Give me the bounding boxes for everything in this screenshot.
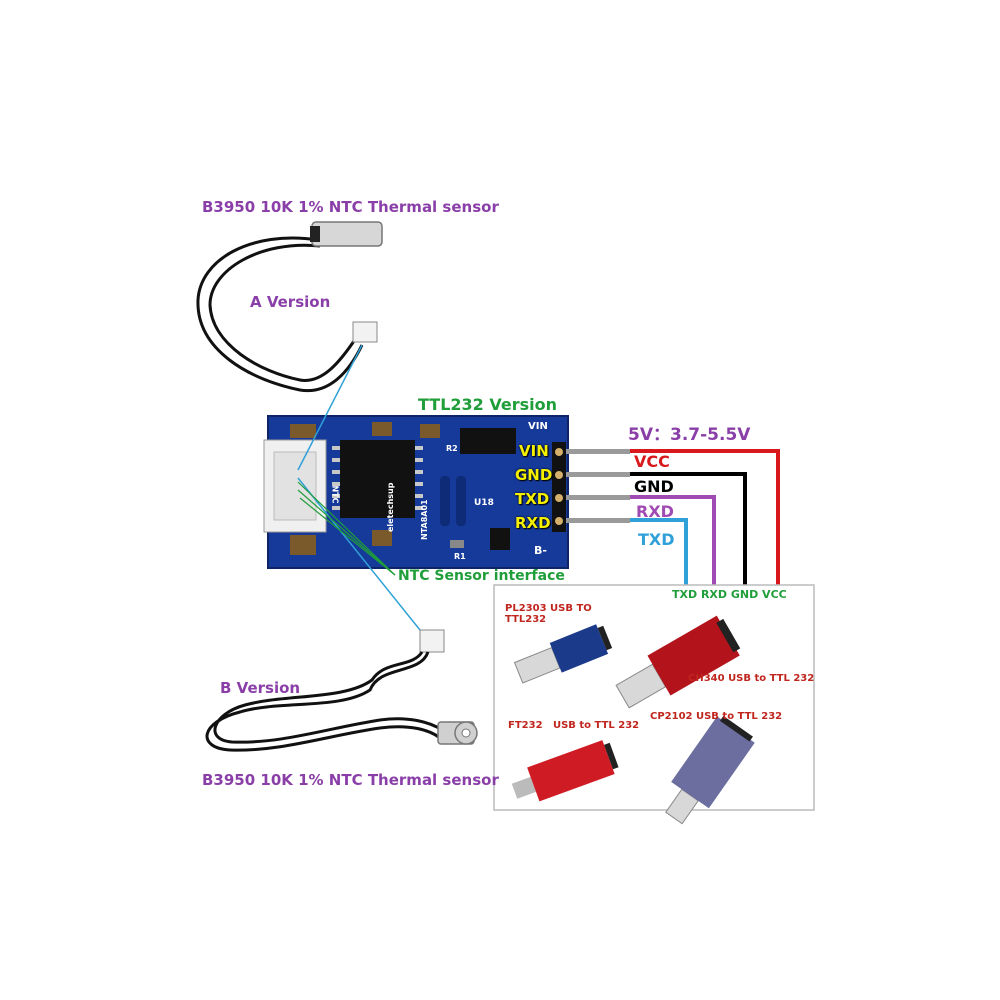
cp2102-label: CP2102 USB to TTL 232 <box>650 711 783 722</box>
silk-r2: R2 <box>446 444 458 453</box>
gnd-wire <box>630 472 747 594</box>
interface-pointers <box>297 344 429 641</box>
sensor-a-connector <box>352 321 378 343</box>
sensor-a-probe <box>311 221 383 247</box>
wire-label-gnd: GND <box>634 477 674 496</box>
cp2102-adapter <box>665 715 755 825</box>
header-pins <box>552 442 630 532</box>
wire-label-vcc: VCC <box>634 452 670 471</box>
sensor-b-cable <box>205 651 443 752</box>
sensor-a-cable <box>196 236 364 393</box>
ch340-adapter <box>615 615 741 709</box>
pin-label-txd: TXD <box>515 490 550 508</box>
silk-vin: VIN <box>528 421 548 432</box>
txd-wire <box>630 518 688 594</box>
silk-brand: eletechsup <box>386 482 395 532</box>
silk-u18: U18 <box>474 498 494 508</box>
pin-label-vin: VIN <box>519 442 549 460</box>
power-range-label: 5V：3.7-5.5V <box>628 425 751 445</box>
wire-label-rxd: RXD <box>636 502 674 521</box>
sensor-b-connector <box>419 629 445 653</box>
ft232-adapter <box>511 740 619 802</box>
vcc-wire <box>630 449 780 594</box>
ttl-version-label: TTL232 Version <box>418 395 557 414</box>
ft232-label: FT232 USB to TTL 232 <box>508 720 640 731</box>
wire-label-txd: TXD <box>638 530 675 549</box>
rxd-wire <box>630 495 716 594</box>
version-a-label: A Version <box>250 293 331 311</box>
adapter-header-label: TXD RXD GND VCC <box>672 588 787 601</box>
pin-label-rxd: RXD <box>515 514 551 532</box>
silk-model: NTA8A01 <box>420 499 429 540</box>
pl2303-label: PL2303 USB TO TTL232 <box>505 603 592 625</box>
silk-b: B- <box>534 544 547 557</box>
main-ic-chip <box>340 440 415 518</box>
voltage-regulator <box>460 428 516 454</box>
silk-ntc: NTC <box>330 485 340 504</box>
sensor-bottom-label: B3950 10K 1% NTC Thermal sensor <box>202 771 499 789</box>
pl2303-adapter <box>513 624 613 684</box>
silk-r1: R1 <box>454 552 466 561</box>
pin-label-gnd: GND <box>515 466 553 484</box>
ch340-label: CH340 USB to TTL 232 <box>688 673 815 684</box>
ntc-interface-label: NTC Sensor interface <box>398 568 565 584</box>
version-b-label: B Version <box>220 679 301 697</box>
sensor-top-label: B3950 10K 1% NTC Thermal sensor <box>202 198 499 216</box>
